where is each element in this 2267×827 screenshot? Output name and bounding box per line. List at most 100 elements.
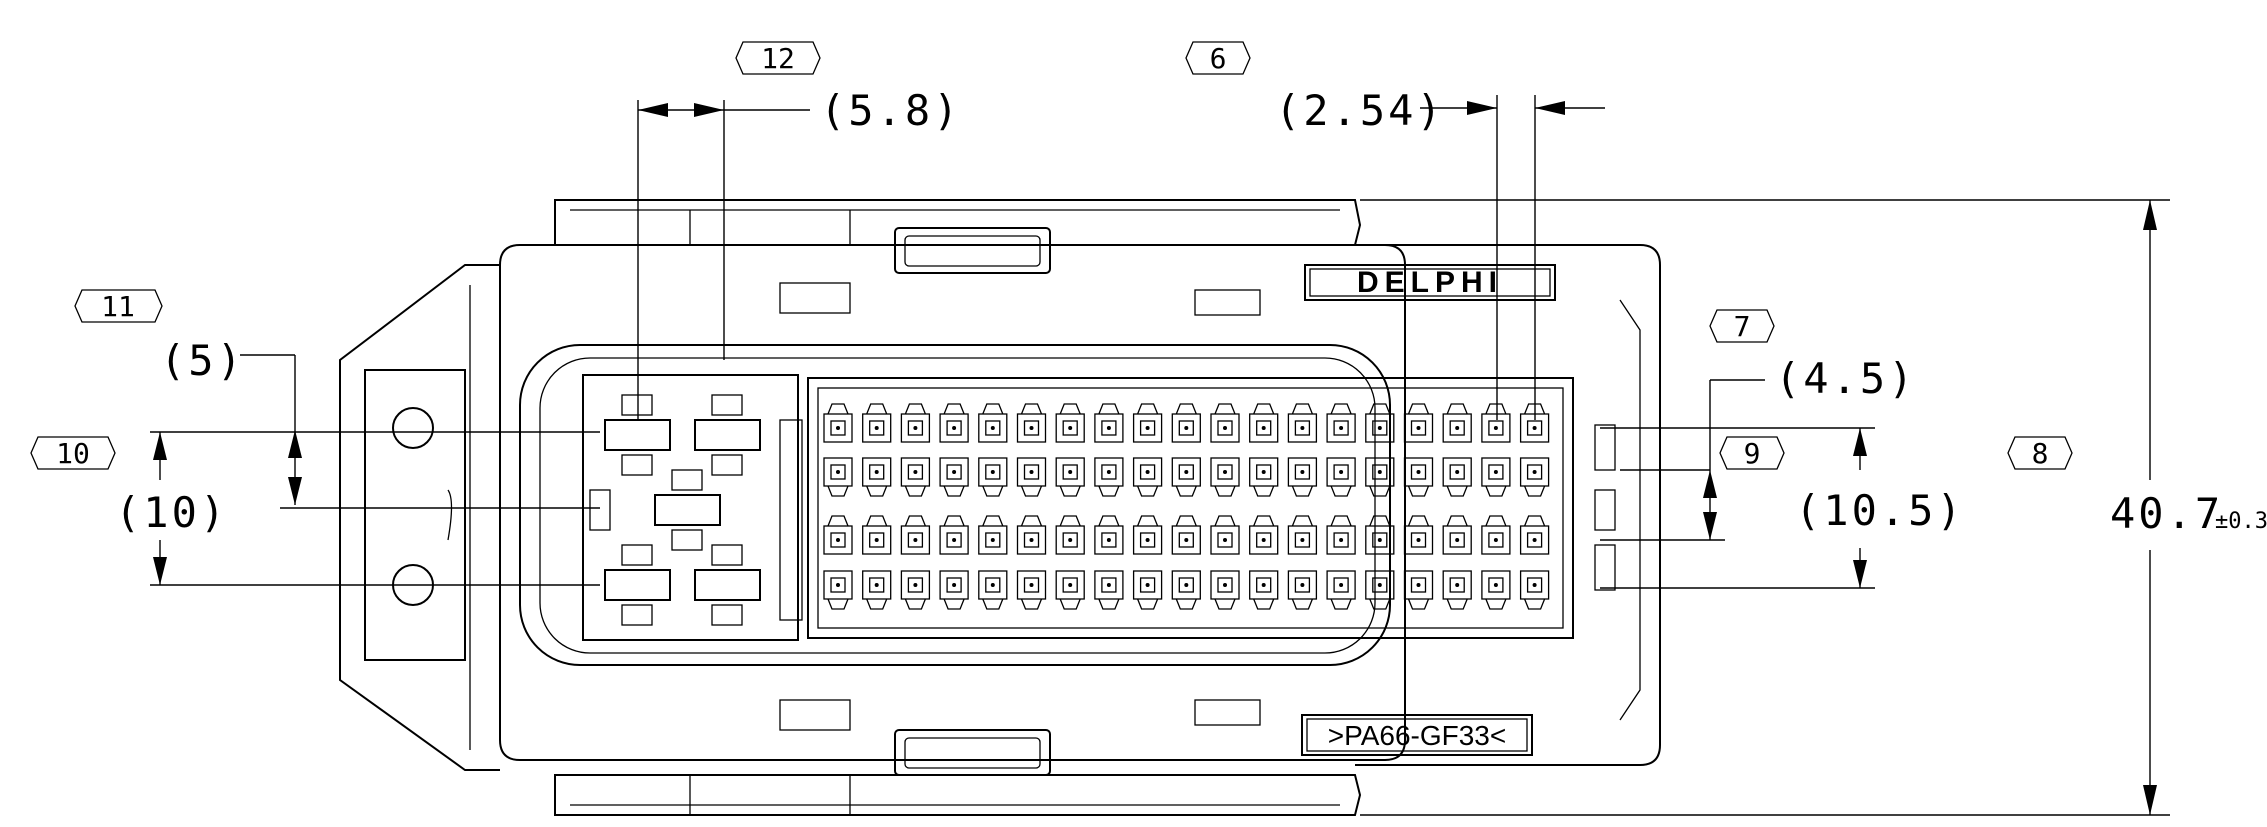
balloon-11: 11 (74, 289, 163, 323)
pin-cavity (900, 570, 931, 610)
pin-cavity (900, 403, 931, 443)
balloon-6: 6 (1185, 41, 1251, 75)
dim-10-5: (10.5) (1795, 486, 1965, 535)
dim-10: (10) (115, 488, 228, 537)
pin-cavity (1016, 570, 1047, 610)
pin-cavity (1403, 403, 1434, 443)
pin-cavity (1481, 457, 1511, 497)
pin-cavity (1055, 570, 1085, 610)
svg-text:6: 6 (1210, 42, 1227, 75)
svg-text:11: 11 (101, 290, 135, 323)
pin-cavity (1326, 403, 1356, 443)
pin-cavity (939, 515, 969, 555)
pin-cavity (1249, 570, 1279, 610)
pin-cavity (900, 457, 931, 497)
svg-text:10: 10 (56, 437, 90, 470)
pin-cavity (862, 570, 892, 610)
pin-cavity (823, 457, 853, 497)
pin-cavity (862, 403, 892, 443)
pin-cavity (1326, 457, 1356, 497)
pin-cavity (1481, 403, 1511, 443)
pin-cavity (1326, 570, 1356, 610)
balloon-7: 7 (1709, 309, 1775, 343)
dim-2-54: (2.54) (1275, 86, 1445, 135)
svg-text:9: 9 (1744, 437, 1761, 470)
pin-cavity (1249, 403, 1279, 443)
dim-40-7: 40.7 (2110, 489, 2223, 538)
pin-cavity (1171, 403, 1201, 443)
balloon-8: 8 (2007, 436, 2073, 470)
pin-cavity (1403, 515, 1434, 555)
pin-cavity (1519, 570, 1550, 610)
pin-cavity (1481, 515, 1511, 555)
pin-cavity (1016, 457, 1047, 497)
pin-cavity (1210, 457, 1240, 497)
pin-cavity (1055, 403, 1085, 443)
pin-cavity (1094, 570, 1124, 610)
pin-cavity (1442, 403, 1472, 443)
dim-5-8: (5.8) (820, 86, 961, 135)
pin-cavity (1365, 515, 1395, 555)
svg-text:8: 8 (2032, 437, 2049, 470)
pin-cavity (1016, 403, 1047, 443)
pin-cavity (862, 457, 892, 497)
pin-cavity (1287, 570, 1318, 610)
pin-cavity (978, 515, 1008, 555)
pin-cavity (1016, 515, 1047, 555)
dim-4-5: (4.5) (1775, 354, 1916, 403)
pin-cavity (1094, 403, 1124, 443)
pin-cavity (823, 570, 853, 610)
pin-cavity (1055, 457, 1085, 497)
pin-cavity (823, 515, 853, 555)
pin-cavity (1094, 457, 1124, 497)
balloon-9: 9 (1719, 436, 1785, 470)
pin-cavity (1287, 457, 1318, 497)
pin-cavity (1287, 515, 1318, 555)
pin-cavity (939, 457, 969, 497)
pin-cavity (939, 570, 969, 610)
brand-marking: DELPHI (1357, 266, 1503, 299)
pin-cavity (1132, 457, 1163, 497)
pin-cavity (1442, 515, 1472, 555)
pin-cavity (1210, 403, 1240, 443)
balloon-10: 10 (30, 436, 116, 470)
dimension-lines (150, 95, 2170, 816)
pin-cavity (1210, 515, 1240, 555)
pin-cavity (978, 457, 1008, 497)
pin-cavity (1249, 515, 1279, 555)
pin-cavity (1171, 457, 1201, 497)
svg-text:12: 12 (761, 42, 795, 75)
power-cavity-block (582, 374, 803, 641)
pin-cavity (978, 570, 1008, 610)
pin-cavity (1055, 515, 1085, 555)
pin-cavity (1132, 403, 1163, 443)
pin-cavity (1132, 515, 1163, 555)
pin-cavity (1365, 457, 1395, 497)
pin-cavity (978, 403, 1008, 443)
pin-cavity (1442, 457, 1472, 497)
material-marking: >PA66-GF33< (1328, 720, 1506, 751)
pin-cavity (1403, 457, 1434, 497)
svg-text:7: 7 (1734, 310, 1751, 343)
dim-5: (5) (160, 336, 245, 385)
pin-cavity (1210, 570, 1240, 610)
balloon-12: 12 (735, 41, 821, 75)
pin-cavity (823, 403, 853, 443)
pin-cavity (1287, 403, 1318, 443)
pin-cavity (1171, 515, 1201, 555)
pin-cavity (939, 403, 969, 443)
pin-cavity (1481, 570, 1511, 610)
pin-cavity (1442, 570, 1472, 610)
pin-cavity (1326, 515, 1356, 555)
pin-cavity (900, 515, 931, 555)
pin-cavity (1519, 515, 1550, 555)
dim-40-7-tolerance: ±0.3 (2215, 509, 2267, 534)
pin-cavity (1365, 570, 1395, 610)
connector-housing (339, 199, 1661, 816)
signal-pin-grid (807, 377, 1574, 639)
pin-cavity (1132, 570, 1163, 610)
pin-cavity (1249, 457, 1279, 497)
pin-cavity (1403, 570, 1434, 610)
pin-cavity (1365, 403, 1395, 443)
